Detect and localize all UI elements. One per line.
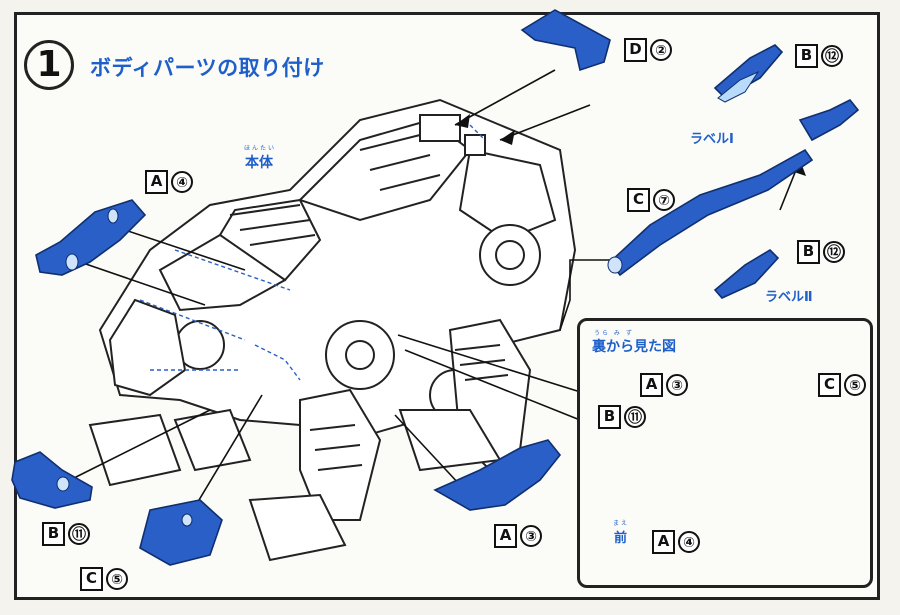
step-number: 1 xyxy=(24,40,74,90)
part-label-c5: C ⑤ xyxy=(80,567,128,591)
part-label-a4: A ④ xyxy=(145,170,193,194)
inset-title-ruby: うら み ず xyxy=(594,330,634,337)
runner-letter: C xyxy=(818,373,841,397)
step-title: ボディパーツの取り付け xyxy=(90,56,325,80)
runner-letter: A xyxy=(652,530,675,554)
runner-letter: B xyxy=(598,405,621,429)
part-number: ④ xyxy=(678,531,700,553)
runner-letter: B xyxy=(795,44,818,68)
runner-letter: B xyxy=(42,522,65,546)
arrowheads xyxy=(455,114,806,176)
bottom-view-inset xyxy=(577,318,873,588)
part-number: ⑪ xyxy=(624,406,646,428)
part-number: ⑫ xyxy=(823,241,845,263)
runner-letter: C xyxy=(627,188,650,212)
part-b11 xyxy=(11,451,93,509)
part-a4 xyxy=(35,199,147,276)
connection-lines xyxy=(69,69,801,516)
sticker-label-1: ラベルⅠ xyxy=(690,132,734,147)
inset-label-b11: B ⑪ xyxy=(598,405,646,429)
part-number: ⑦ xyxy=(653,189,675,211)
part-number: ③ xyxy=(520,525,542,547)
part-number: ② xyxy=(650,39,672,61)
part-label-d2: D ② xyxy=(624,38,672,62)
front-label: 前 xyxy=(614,531,628,546)
runner-letter: C xyxy=(80,567,103,591)
part-b12-lower xyxy=(713,248,780,299)
part-number: ⑫ xyxy=(821,45,843,67)
body-label-ruby: ほんたい xyxy=(244,145,277,152)
inset-title: 裏から見た図 xyxy=(592,339,676,355)
part-b12-upper xyxy=(713,44,784,99)
part-number: ⑤ xyxy=(844,374,866,396)
sticker-label-2: ラベルⅡ xyxy=(765,290,813,305)
front-label-ruby: まえ xyxy=(613,520,630,527)
body-label: 本体 xyxy=(245,155,273,171)
runner-letter: D xyxy=(624,38,647,62)
runner-letter: A xyxy=(145,170,168,194)
part-number: ③ xyxy=(666,374,688,396)
part-label-b11: B ⑪ xyxy=(42,522,90,546)
part-c5 xyxy=(139,499,223,566)
part-label-a3: A ③ xyxy=(494,524,542,548)
inset-label-a4: A ④ xyxy=(652,530,700,554)
attach-guides xyxy=(139,124,486,381)
runner-letter: B xyxy=(797,240,820,264)
runner-letter: A xyxy=(494,524,517,548)
part-a3 xyxy=(433,439,562,511)
part-number: ⑤ xyxy=(106,568,128,590)
part-number: ④ xyxy=(171,171,193,193)
part-label-b12-upper: B ⑫ xyxy=(795,44,843,68)
part-c7 xyxy=(608,148,814,277)
part-label-b12-lower: B ⑫ xyxy=(797,240,845,264)
part-number: ⑪ xyxy=(68,523,90,545)
part-d2 xyxy=(520,9,611,72)
inset-label-c5: C ⑤ xyxy=(818,373,866,397)
inset-label-a3: A ③ xyxy=(640,373,688,397)
runner-letter: A xyxy=(640,373,663,397)
part-label-c7: C ⑦ xyxy=(627,188,675,212)
